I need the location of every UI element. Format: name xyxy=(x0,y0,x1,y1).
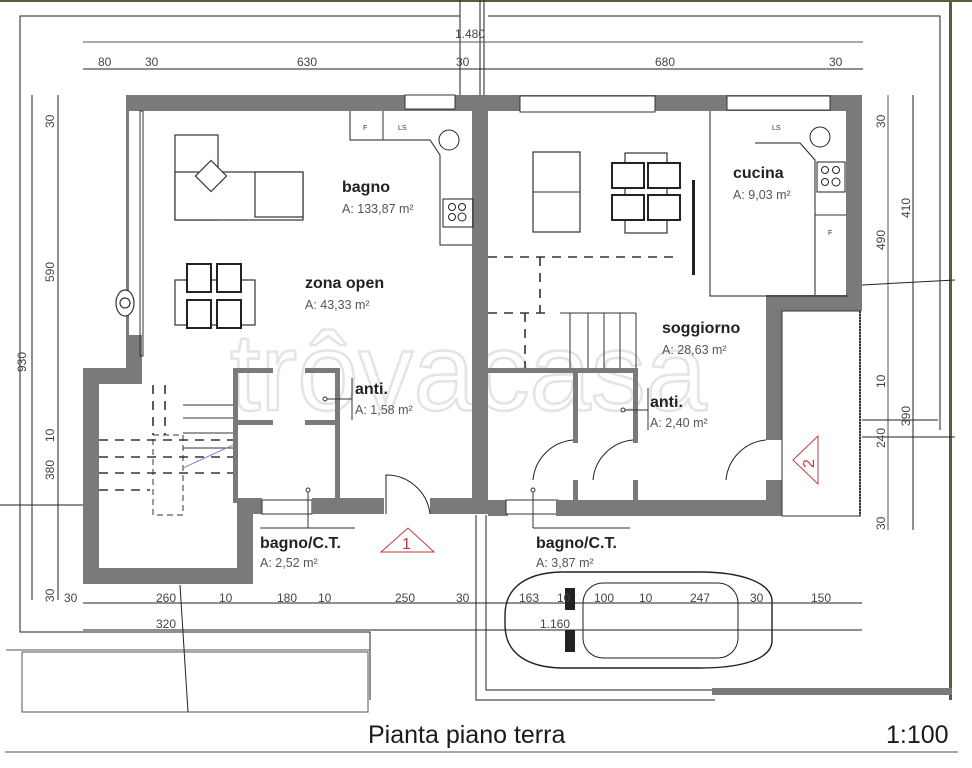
entrance-marker-1: 1 xyxy=(379,527,436,553)
svg-text:390: 390 xyxy=(899,406,913,426)
cooktop-icon xyxy=(816,161,846,193)
svg-text:30: 30 xyxy=(874,516,888,530)
door-icon xyxy=(385,439,767,515)
sink-icon xyxy=(809,126,831,148)
svg-text:10: 10 xyxy=(557,591,571,605)
sofa-icon xyxy=(174,134,304,221)
svg-text:10: 10 xyxy=(874,374,888,388)
svg-text:bagno: bagno xyxy=(342,179,390,196)
dishwasher-label: LS xyxy=(772,125,781,132)
top-border xyxy=(0,0,972,2)
kitchen-counter-left: F LS xyxy=(349,111,474,246)
svg-text:30: 30 xyxy=(43,114,57,128)
left-dimensions: 930 30 590 10 380 30 xyxy=(0,95,85,602)
svg-text:bagno/C.T.: bagno/C.T. xyxy=(260,535,341,552)
svg-text:A: 2,52 m²: A: 2,52 m² xyxy=(260,556,318,570)
svg-text:30: 30 xyxy=(750,591,764,605)
dining-table-icon xyxy=(174,263,256,329)
drawing-scale: 1:100 xyxy=(886,721,949,749)
kitchen-counter-right: LS F xyxy=(755,125,846,295)
svg-text:bagno/C.T.: bagno/C.T. xyxy=(536,535,617,552)
drawing-title: Pianta piano terra xyxy=(368,721,565,749)
svg-text:30: 30 xyxy=(145,55,159,69)
svg-text:930: 930 xyxy=(15,352,29,372)
dining-table-icon xyxy=(611,152,681,234)
right-dimensions: 30 490 10 240 30 410 390 xyxy=(861,95,956,530)
entrance-marker-2: 2 xyxy=(792,434,819,486)
svg-text:1.160: 1.160 xyxy=(540,617,570,631)
svg-text:150: 150 xyxy=(811,591,831,605)
lot-boundary-left xyxy=(19,15,460,610)
svg-text:410: 410 xyxy=(899,198,913,218)
svg-text:A: 9,03 m²: A: 9,03 m² xyxy=(733,188,791,202)
room-label-cucina: cucina A: 9,03 m² xyxy=(733,165,791,202)
svg-text:zona open: zona open xyxy=(305,275,384,292)
svg-text:1.480: 1.480 xyxy=(455,27,485,41)
svg-text:163: 163 xyxy=(519,591,539,605)
bottom-dimensions: 30 260 10 180 10 250 30 163 10 100 10 24… xyxy=(64,591,862,631)
svg-text:680: 680 xyxy=(655,55,675,69)
dishwasher-label: LS xyxy=(398,125,407,132)
fridge-label: F xyxy=(828,230,832,237)
svg-text:1: 1 xyxy=(402,536,411,553)
svg-text:490: 490 xyxy=(874,230,888,250)
svg-text:A: 2,40 m²: A: 2,40 m² xyxy=(650,416,708,430)
svg-text:630: 630 xyxy=(297,55,317,69)
stairs-icon xyxy=(488,256,675,368)
svg-text:590: 590 xyxy=(43,262,57,282)
sink-icon xyxy=(438,129,460,151)
right-border xyxy=(949,0,952,700)
car-icon xyxy=(504,571,773,669)
svg-text:10: 10 xyxy=(43,428,57,442)
room-label-bagno: bagno A: 133,87 m² xyxy=(342,179,414,216)
svg-text:A: 1,58 m²: A: 1,58 m² xyxy=(355,403,413,417)
lot-boundary-right xyxy=(488,15,941,430)
room-label-bagno-ct-1: bagno/C.T. A: 2,52 m² xyxy=(260,487,355,570)
svg-text:30: 30 xyxy=(64,591,78,605)
fridge-label: F xyxy=(363,125,367,132)
svg-text:260: 260 xyxy=(156,591,176,605)
svg-text:10: 10 xyxy=(219,591,233,605)
svg-text:30: 30 xyxy=(456,591,470,605)
svg-text:30: 30 xyxy=(43,588,57,602)
svg-text:10: 10 xyxy=(639,591,653,605)
room-label-anti-2: anti. A: 2,40 m² xyxy=(620,388,708,430)
room-label-zona-open: zona open A: 43,33 m² xyxy=(305,275,384,312)
svg-text:380: 380 xyxy=(43,460,57,480)
svg-text:anti.: anti. xyxy=(650,394,683,411)
room-label-anti-1: anti. A: 1,58 m² xyxy=(322,378,413,420)
svg-text:soggiorno: soggiorno xyxy=(662,320,740,337)
svg-text:A: 28,63 m²: A: 28,63 m² xyxy=(662,343,727,357)
svg-text:30: 30 xyxy=(456,55,470,69)
svg-text:30: 30 xyxy=(874,114,888,128)
svg-text:A: 3,87 m²: A: 3,87 m² xyxy=(536,556,594,570)
room-label-bagno-ct-2: bagno/C.T. A: 3,87 m² xyxy=(530,487,630,570)
svg-text:2: 2 xyxy=(801,459,818,468)
svg-text:320: 320 xyxy=(156,617,176,631)
svg-text:10: 10 xyxy=(318,591,332,605)
cooktop-icon xyxy=(442,198,474,228)
top-dimensions: 1.480 80 30 630 30 680 30 xyxy=(83,27,863,70)
svg-text:180: 180 xyxy=(277,591,297,605)
svg-text:250: 250 xyxy=(395,591,415,605)
svg-text:cucina: cucina xyxy=(733,165,784,182)
svg-text:A: 133,87 m²: A: 133,87 m² xyxy=(342,202,414,216)
svg-text:240: 240 xyxy=(874,428,888,448)
room-label-soggiorno: soggiorno A: 28,63 m² xyxy=(662,320,740,357)
svg-text:A: 43,33 m²: A: 43,33 m² xyxy=(305,298,370,312)
person-icon xyxy=(115,289,135,317)
svg-text:100: 100 xyxy=(594,591,614,605)
svg-text:247: 247 xyxy=(690,591,710,605)
svg-text:anti.: anti. xyxy=(355,381,388,398)
stairs-icon xyxy=(99,385,234,516)
walls xyxy=(83,94,862,584)
svg-text:80: 80 xyxy=(98,55,112,69)
svg-text:30: 30 xyxy=(829,55,843,69)
